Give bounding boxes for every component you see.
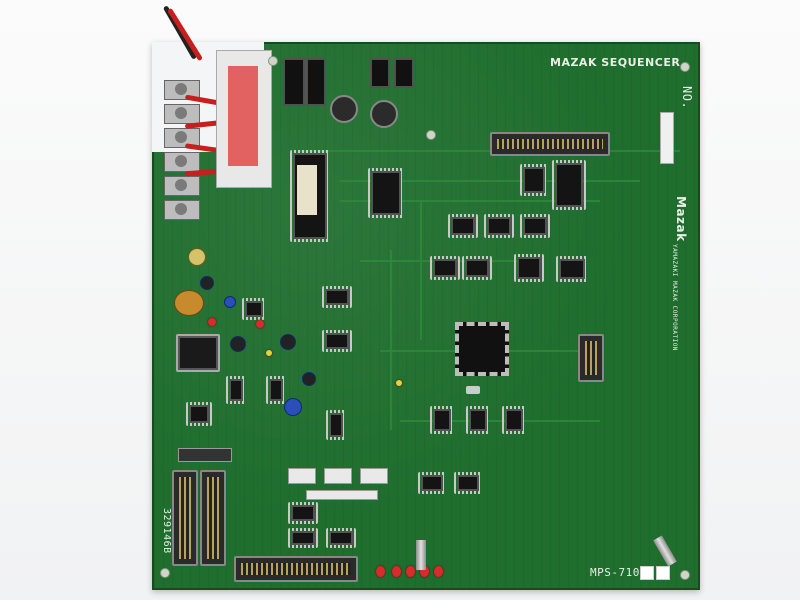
mounting-hole: [160, 568, 170, 578]
trace: [340, 200, 600, 202]
ic-chip: [484, 214, 514, 238]
dip-switch: [283, 58, 305, 106]
ic-chip: [226, 376, 246, 404]
ic-chip: [556, 256, 588, 282]
ic-chip: [430, 406, 454, 434]
serial-sticker: [660, 112, 674, 164]
mounting-hole: [426, 130, 436, 140]
electrolytic-capacitor: [302, 372, 316, 386]
ic-chip: [502, 406, 526, 434]
ribbon-connector: [490, 132, 610, 156]
red-led: [420, 566, 429, 577]
main-processor-chip: [455, 322, 509, 376]
ic-chip: [466, 406, 490, 434]
pin-header: [178, 448, 232, 462]
trace: [390, 250, 392, 430]
board-title: MAZAK SEQUENCER: [550, 56, 681, 69]
electrolytic-capacitor: [280, 334, 296, 350]
trace: [400, 420, 600, 422]
red-led: [406, 566, 415, 577]
dip-switch: [394, 58, 414, 88]
ic-chip: [520, 214, 550, 238]
ic-chip: [242, 298, 266, 320]
mounting-hole: [680, 570, 690, 580]
ic-chip: [322, 286, 352, 308]
screw-terminal: [164, 104, 200, 124]
mounting-hole: [268, 56, 278, 66]
eprom-label: [297, 165, 317, 215]
red-led: [376, 566, 385, 577]
screw-terminal: [164, 200, 200, 220]
rotary-switch: [330, 95, 358, 123]
jumper-header: [324, 468, 352, 484]
ic-chip: [462, 256, 492, 280]
ic-chip: [322, 330, 352, 352]
serial-prefix: NO.: [680, 86, 694, 110]
ribbon-connector: [200, 470, 226, 566]
red-led: [434, 566, 443, 577]
pin-header-connector: [578, 334, 604, 382]
inductor-coil: [188, 248, 206, 266]
ic-chip: [448, 214, 478, 238]
yellow-led: [396, 380, 402, 386]
ic-chip: [266, 376, 286, 404]
ic-chip: [368, 168, 404, 218]
voltage-regulator: [176, 334, 220, 372]
inductor-coil: [174, 290, 204, 316]
part-number: 329146B: [161, 508, 172, 554]
trace: [420, 200, 422, 340]
ic-chip: [454, 472, 482, 494]
dip-switch: [306, 58, 326, 106]
screw-terminal: [164, 176, 200, 196]
rotary-switch: [370, 100, 398, 128]
standoff-post: [416, 540, 426, 570]
blue-capacitor: [284, 398, 302, 416]
ic-chip: [288, 502, 318, 524]
maker-line: YAMAZAKI MAZAK CORPORATION: [671, 244, 678, 351]
jumper-header: [288, 468, 316, 484]
screw-terminal: [164, 152, 200, 172]
jumper-header: [360, 468, 388, 484]
white-tag: [656, 566, 670, 580]
crystal-oscillator: [466, 386, 480, 394]
red-capacitor: [228, 66, 258, 166]
dip-switch: [370, 58, 390, 88]
ribbon-connector: [234, 556, 358, 582]
red-led: [256, 320, 264, 328]
white-tag: [640, 566, 654, 580]
ic-chip: [326, 528, 356, 548]
ic-chip: [514, 254, 544, 282]
blue-capacitor: [224, 296, 236, 308]
ic-chip: [326, 410, 346, 440]
ic-chip: [520, 164, 548, 196]
red-led: [392, 566, 401, 577]
yellow-led: [266, 350, 272, 356]
screw-terminal: [164, 128, 200, 148]
ic-chip: [288, 528, 318, 548]
brand-logo-text: Mazak: [674, 196, 688, 242]
trace: [340, 180, 640, 182]
red-led: [208, 318, 216, 326]
ic-chip: [186, 402, 212, 426]
ic-chip: [552, 160, 586, 210]
electrolytic-capacitor: [200, 276, 214, 290]
model-number: MPS-710: [590, 566, 640, 579]
jumper-header: [306, 490, 378, 500]
ic-chip: [418, 472, 446, 494]
mounting-hole: [680, 62, 690, 72]
ic-chip: [430, 256, 460, 280]
electrolytic-capacitor: [230, 336, 246, 352]
ribbon-connector: [172, 470, 198, 566]
